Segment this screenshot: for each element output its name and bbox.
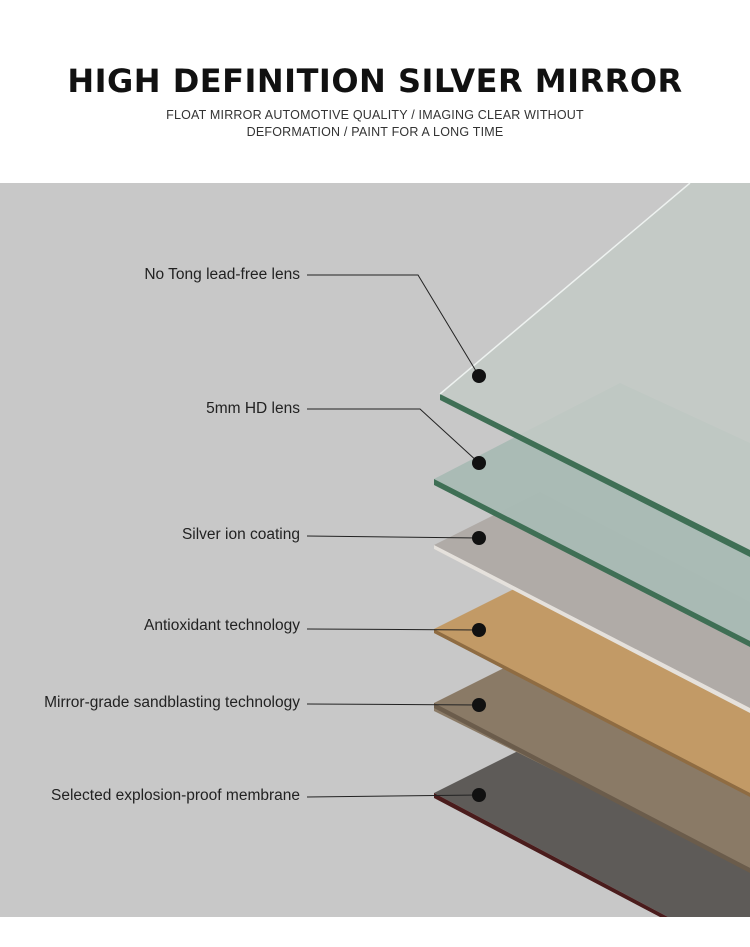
callout-line-1 xyxy=(307,274,480,377)
layer-explosion-proof-membrane xyxy=(434,740,750,917)
layer-antioxidant xyxy=(434,576,750,797)
subtitle-line-1: FLOAT MIRROR AUTOMOTIVE QUALITY / IMAGIN… xyxy=(166,108,584,122)
callout-line-6 xyxy=(306,794,480,798)
callout-dot-5 xyxy=(472,698,486,712)
callout-dot-2 xyxy=(472,456,486,470)
mirror-layers-illustration xyxy=(434,183,750,917)
layer-label-silver-ion-coating: Silver ion coating xyxy=(181,526,300,543)
callout-line-2 xyxy=(307,408,480,464)
layer-lead-free-lens xyxy=(439,183,750,557)
subtitle-line-2: DEFORMATION / PAINT FOR A LONG TIME xyxy=(246,125,504,139)
page-title: HIGH DEFINITION SILVER MIRROR xyxy=(67,62,683,100)
callout-dot-1 xyxy=(472,369,486,383)
layer-diagram-panel: No Tong lead-free lens 5mm HD lens Silve… xyxy=(0,183,750,917)
callout-lines xyxy=(306,274,486,802)
layer-silver-ion-coating xyxy=(434,492,750,713)
layer-label-lead-free-lens: No Tong lead-free lens xyxy=(144,266,300,283)
layer-sandblasting xyxy=(434,650,750,873)
layer-label-explosion-proof-membrane: Selected explosion-proof membrane xyxy=(51,787,300,804)
callout-line-3 xyxy=(306,535,480,539)
callout-line-4 xyxy=(306,628,480,631)
callout-dot-3 xyxy=(472,531,486,545)
layer-label-antioxidant: Antioxidant technology xyxy=(144,617,300,634)
layer-label-hd-lens: 5mm HD lens xyxy=(206,400,300,417)
callout-line-5 xyxy=(306,703,480,706)
callout-dot-4 xyxy=(472,623,486,637)
page-subtitle: FLOAT MIRROR AUTOMOTIVE QUALITY / IMAGIN… xyxy=(150,107,600,141)
header: HIGH DEFINITION SILVER MIRROR FLOAT MIRR… xyxy=(0,0,750,183)
callout-dot-6 xyxy=(472,788,486,802)
layer-label-sandblasting: Mirror-grade sandblasting technology xyxy=(44,694,300,711)
